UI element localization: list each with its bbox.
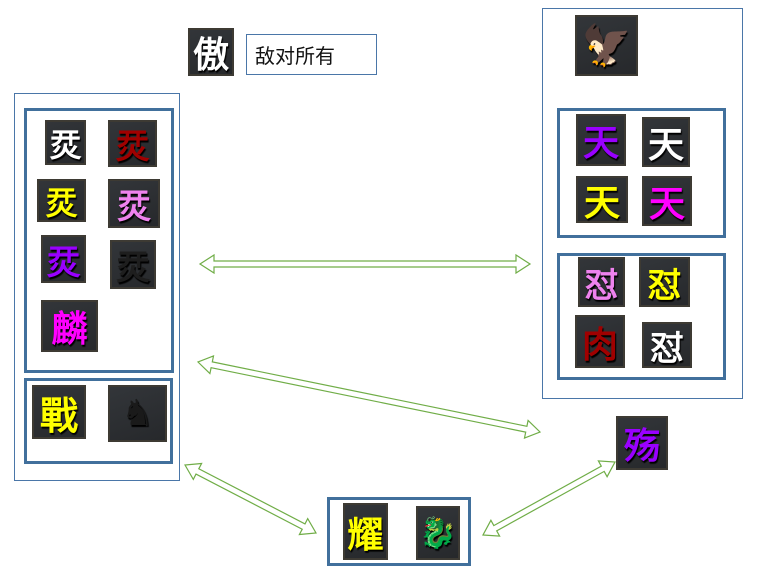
icon-glyph: 烎 — [49, 125, 82, 164]
icon-glyph: 烎 — [45, 183, 78, 222]
icon-glyph: 肉 — [581, 324, 618, 366]
icon-glyph: 天 — [647, 125, 684, 166]
icon-glyph: 麟 — [51, 309, 88, 350]
guild-icon: 麟 — [41, 300, 98, 352]
left-box-2 — [24, 378, 173, 464]
guild-icon-yao: 耀 — [343, 503, 388, 560]
horse-emblem-icon: ♞ — [108, 385, 167, 442]
eagle-emblem-icon: 🦅 — [575, 15, 638, 76]
hostile-all-label: 敌对所有 — [246, 34, 377, 75]
icon-glyph: 天 — [583, 182, 620, 224]
bottom-group — [327, 497, 471, 566]
guild-icon: 戰 — [32, 385, 86, 439]
guild-icon: 天 — [642, 117, 690, 167]
icon-glyph: 傲 — [192, 35, 229, 76]
icon-glyph: 耀 — [347, 514, 384, 556]
icon-glyph: 🦅 — [581, 23, 632, 69]
icon-glyph: 烎 — [115, 127, 150, 167]
left-box-1 — [24, 108, 174, 373]
icon-glyph: 烎 — [117, 187, 151, 227]
guild-icon: 肉 — [575, 315, 625, 368]
icon-glyph: 天 — [582, 123, 619, 164]
guild-icon: 天 — [642, 176, 692, 226]
guild-icon: 烎 — [108, 179, 160, 228]
guild-icon: 怼 — [578, 257, 625, 307]
double-arrow — [184, 462, 317, 536]
guild-icon: 怼 — [642, 322, 692, 369]
guild-icon: 天 — [576, 114, 626, 166]
icon-glyph: 天 — [648, 184, 685, 225]
right-box-2 — [557, 253, 726, 380]
icon-glyph: 戰 — [39, 393, 78, 438]
icon-glyph: ♞ — [121, 393, 154, 434]
guild-icon: 烎 — [41, 235, 86, 283]
double-arrow — [482, 460, 616, 537]
right-box-1 — [557, 108, 726, 238]
icon-glyph: 殇 — [623, 426, 660, 467]
icon-glyph: 烎 — [46, 242, 81, 283]
icon-glyph: 怼 — [647, 265, 682, 306]
dragon-emblem-icon: 🐉 — [416, 506, 460, 560]
icon-glyph: 🐉 — [419, 515, 457, 551]
guild-icon: 烎 — [37, 179, 86, 222]
guild-icon: 烎 — [108, 120, 157, 167]
double-arrow — [198, 253, 532, 275]
guild-icon: 烎 — [45, 120, 86, 165]
guild-icon-shang: 殇 — [616, 416, 668, 470]
icon-glyph: 怼 — [584, 265, 619, 306]
guild-icon: 天 — [576, 176, 628, 224]
icon-glyph: 怼 — [650, 328, 684, 369]
right-alliance-group — [542, 8, 743, 399]
guild-icon: 怼 — [639, 257, 690, 307]
guild-icon-ao: 傲 — [188, 28, 234, 76]
icon-glyph: 烎 — [116, 248, 150, 288]
guild-icon: 烎 — [110, 240, 156, 289]
left-alliance-group — [14, 93, 180, 481]
double-arrow — [196, 355, 542, 439]
